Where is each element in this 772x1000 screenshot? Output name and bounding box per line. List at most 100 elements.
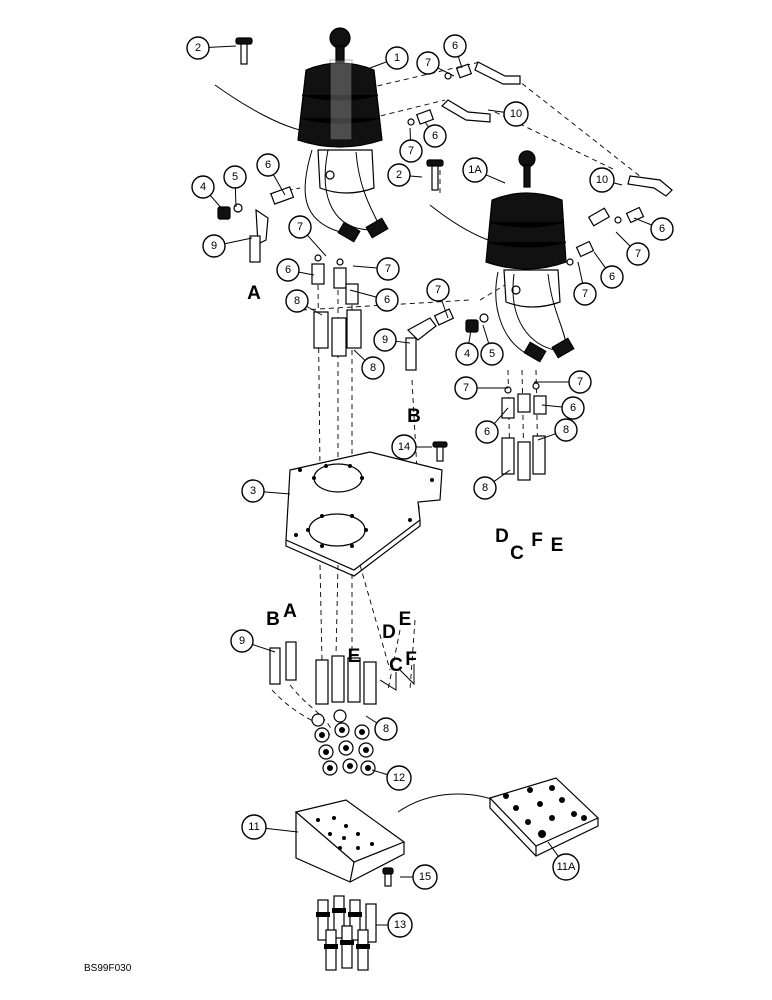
callout-circle: [202, 234, 226, 258]
callout-6: 6: [633, 217, 674, 241]
callout-leader: [369, 61, 387, 69]
callout-leader: [265, 827, 299, 833]
bolt-14: [432, 441, 448, 462]
callout-6: 6: [443, 34, 467, 69]
callout-6: 6: [475, 407, 509, 444]
hose-fittings: [217, 61, 673, 371]
callout-circle: [223, 165, 247, 189]
callout-circle: [503, 101, 529, 127]
callout-leader: [547, 841, 559, 857]
screw-15: [382, 867, 394, 887]
callout-leader: [493, 407, 509, 425]
callout-circle: [186, 36, 210, 60]
callout-label: 2: [396, 169, 402, 181]
adapter-stack-right: [501, 382, 547, 481]
callout-label: 1: [394, 52, 400, 64]
callout-circle: [276, 258, 300, 282]
callout-1: 1: [369, 46, 409, 70]
callout-circle: [416, 51, 440, 75]
callout-7: 7: [454, 376, 508, 400]
control-handle-1a: [429, 150, 575, 363]
callout-11a: 11A: [547, 841, 580, 881]
callout-leader: [263, 491, 291, 495]
callout-label: 5: [232, 171, 238, 183]
callout-leader: [457, 56, 463, 69]
callout-circle: [285, 289, 309, 313]
callout-circle: [361, 356, 385, 380]
hose-letter-c: C: [510, 543, 524, 564]
callout-circle: [376, 257, 400, 281]
callout-leader: [353, 349, 366, 361]
callout-circle: [568, 370, 592, 394]
callout-7: 7: [534, 370, 592, 394]
callout-label: 11A: [557, 861, 576, 873]
callout-label: 6: [570, 402, 576, 414]
callout-leader: [365, 715, 378, 724]
callout-leader: [409, 127, 412, 141]
callout-6: 6: [423, 121, 447, 148]
callout-label: 8: [383, 723, 389, 735]
callout-leader: [349, 289, 377, 298]
callout-label: 8: [563, 424, 569, 436]
callout-leader: [208, 45, 237, 48]
hose-letter-c: C: [389, 655, 403, 676]
callout-label: 7: [635, 248, 641, 260]
callout-leader: [306, 305, 323, 316]
callout-leader: [209, 194, 224, 211]
callout-circle: [455, 342, 479, 366]
callout-label: 8: [482, 482, 488, 494]
callout-circle: [386, 765, 412, 791]
callout-circle: [399, 139, 423, 163]
control-handle-1: [214, 27, 389, 243]
hose-letter-e: E: [399, 609, 412, 630]
nuts-12: [311, 709, 376, 776]
callout-circle: [454, 376, 478, 400]
callout-12: 12: [371, 765, 412, 791]
callout-label: 8: [370, 362, 376, 374]
callout-circle: [387, 912, 413, 938]
callout-leader: [234, 187, 237, 208]
callout-4: 4: [191, 175, 224, 211]
callout-7: 7: [399, 127, 423, 163]
callout-leader: [441, 300, 449, 319]
callout-label: 4: [200, 181, 206, 193]
callout-label: 12: [393, 772, 405, 784]
callout-circle: [374, 717, 398, 741]
callout-7: 7: [288, 215, 327, 257]
callout-circle: [387, 163, 411, 187]
hose-letter-f: F: [531, 530, 543, 551]
figure-code: BS99F030: [84, 963, 132, 974]
callout-leader: [613, 182, 623, 186]
callout-label: 6: [432, 130, 438, 142]
callout-7: 7: [615, 231, 650, 266]
callout-label: 6: [452, 40, 458, 52]
callout-circle: [288, 215, 312, 239]
callout-8: 8: [285, 289, 323, 316]
callout-6: 6: [276, 258, 315, 282]
callout-circle: [554, 418, 578, 442]
callout-circle: [230, 629, 254, 653]
callout-label: 14: [398, 441, 410, 453]
callout-label: 6: [484, 426, 490, 438]
callout-circle: [241, 479, 265, 503]
callout-8: 8: [365, 715, 398, 741]
callout-label: 6: [285, 264, 291, 276]
callout-6: 6: [349, 288, 399, 312]
callout-leader: [437, 67, 455, 77]
callout-label: 9: [239, 635, 245, 647]
callout-label: 4: [464, 348, 470, 360]
callout-leader: [633, 217, 652, 226]
hose-letter-f: F: [405, 649, 417, 670]
callout-leader: [272, 174, 286, 196]
callout-leader: [468, 329, 472, 344]
cover-11: [294, 793, 501, 883]
lower-adapter-group: [269, 641, 415, 705]
callout-15: 15: [400, 864, 438, 890]
callout-circle: [256, 153, 280, 177]
callout-circle: [589, 167, 615, 193]
hose-letter-e: E: [551, 535, 564, 556]
callout-7: 7: [416, 51, 455, 77]
callout-3: 3: [241, 479, 291, 503]
callout-10: 10: [487, 101, 529, 127]
